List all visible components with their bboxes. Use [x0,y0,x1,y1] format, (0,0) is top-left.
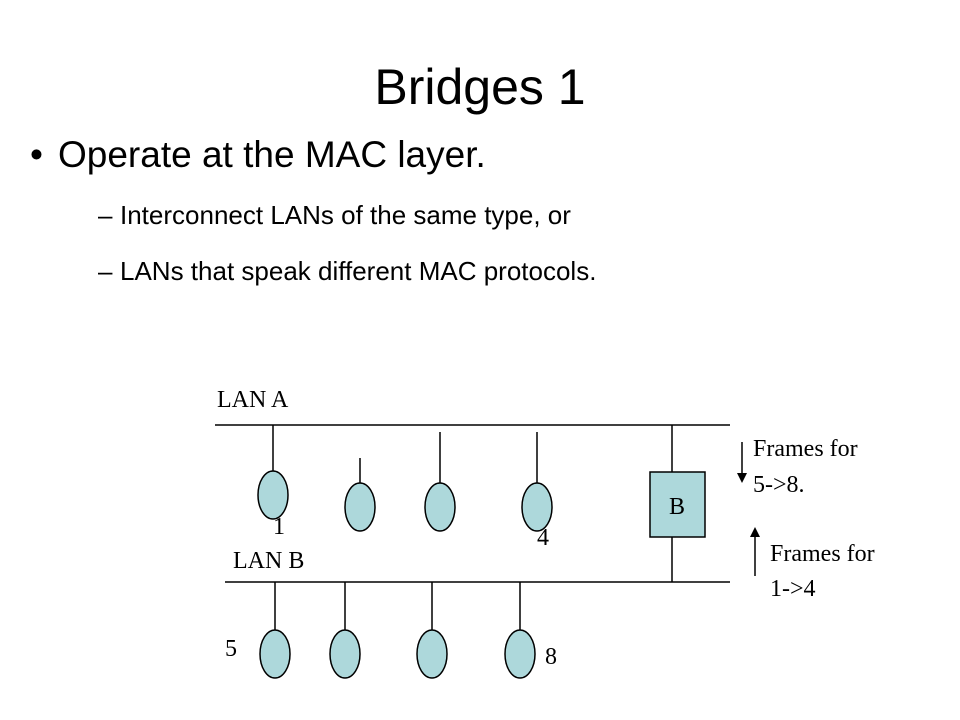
sub-item: –Interconnect LANs of the same type, or [98,200,571,231]
station-node [521,482,553,532]
node-label-1: 1 [273,514,285,540]
node-label-4: 4 [537,525,549,551]
station-node [504,629,536,679]
sub-item-text: Interconnect LANs of the same type, or [120,200,571,230]
lan-a-label: LAN A [217,387,289,413]
station-node [259,629,291,679]
sub-item: –LANs that speak different MAC protocols… [98,256,596,287]
node-label-5: 5 [225,636,237,662]
frames-up-line1: Frames for [770,541,875,567]
frames-down-line2: 5->8. [753,472,805,498]
station-node [344,482,376,532]
node-label-8: 8 [545,644,557,670]
bridge-label: B [669,494,685,520]
bullet-item: • Operate at the MAC layer. [30,134,486,176]
bullet-symbol: • [30,134,43,175]
station-node [257,470,289,520]
sub-bullet-symbol: – [98,256,113,286]
sub-item-text: LANs that speak different MAC protocols. [120,256,597,286]
bridge-box [649,471,706,538]
station-node [416,629,448,679]
sub-bullet-symbol: – [98,200,113,230]
station-node [329,629,361,679]
frames-down-line1: Frames for [753,436,858,462]
frames-up-line2: 1->4 [770,576,816,602]
slide-title: Bridges 1 [374,59,586,115]
station-node [424,482,456,532]
bullet-text: Operate at the MAC layer. [58,134,486,175]
lan-b-label: LAN B [233,548,304,574]
